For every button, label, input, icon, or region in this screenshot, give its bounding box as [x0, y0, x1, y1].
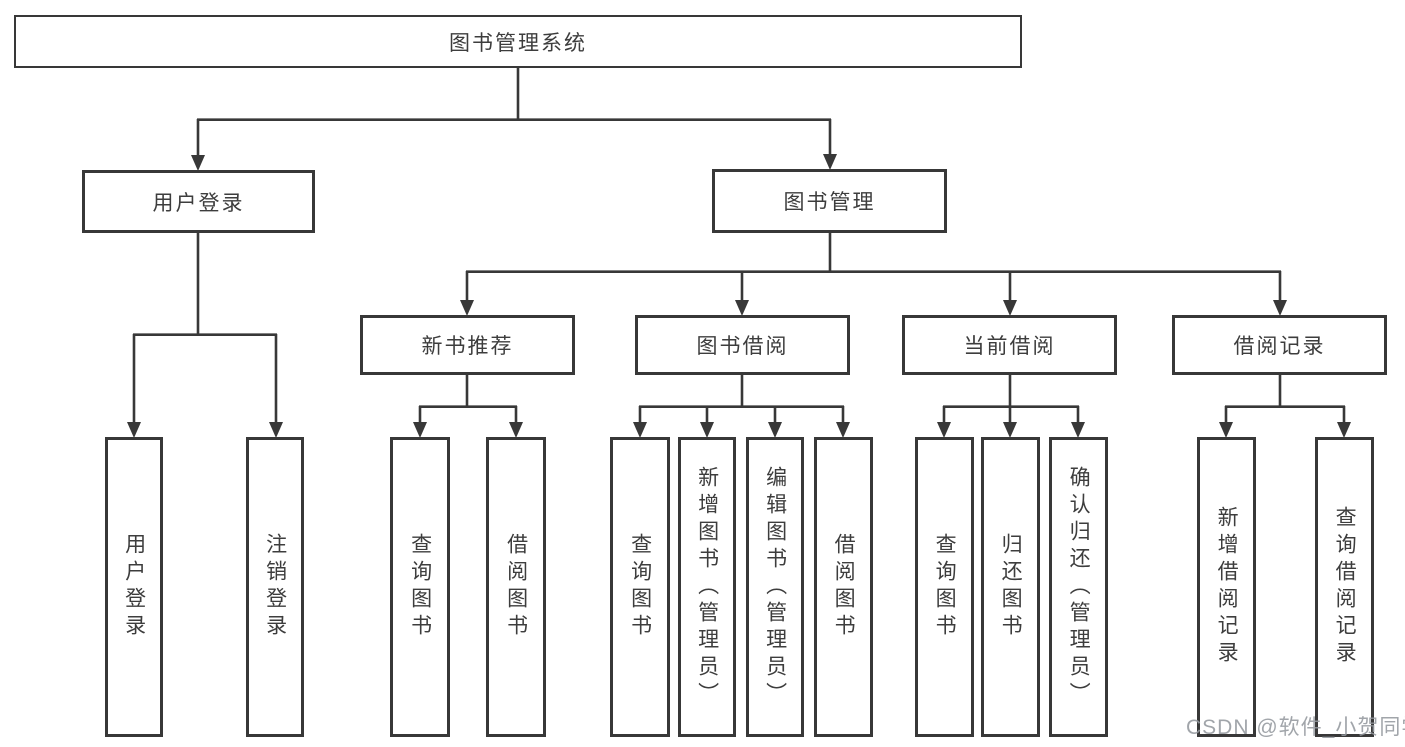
leaf-return-books: 归还图书 — [981, 437, 1040, 737]
node-label: 用户登录 — [122, 533, 146, 641]
node-label: 新增借阅记录 — [1215, 506, 1239, 668]
leaf-user-login: 用户登录 — [105, 437, 163, 737]
leaf-query-books-recommend: 查询图书 — [390, 437, 450, 737]
leaf-borrow-books: 借阅图书 — [814, 437, 873, 737]
node-current-borrowing: 当前借阅 — [902, 315, 1117, 375]
leaf-borrow-books-recommend: 借阅图书 — [486, 437, 546, 737]
node-label: 查询图书 — [628, 533, 652, 641]
node-label: 确认归还（管理员） — [1067, 465, 1091, 709]
node-label: 图书借阅 — [696, 335, 789, 358]
node-label: 当前借阅 — [963, 335, 1056, 358]
leaf-logout: 注销登录 — [246, 437, 304, 737]
leaf-query-books-current: 查询图书 — [915, 437, 974, 737]
node-user-login: 用户登录 — [82, 170, 315, 233]
node-label: 新增图书（管理员） — [695, 465, 719, 709]
node-borrowing-records: 借阅记录 — [1172, 315, 1387, 375]
node-label: 图书管理 — [783, 191, 876, 214]
leaf-query-borrow-record: 查询借阅记录 — [1315, 437, 1374, 737]
node-library-management-system: 图书管理系统 — [14, 15, 1022, 68]
node-label: 借阅图书 — [832, 533, 856, 641]
node-label: 借阅图书 — [504, 533, 528, 641]
node-label: 查询图书 — [408, 533, 432, 641]
node-label: 归还图书 — [999, 533, 1023, 641]
node-label: 查询借阅记录 — [1333, 506, 1357, 668]
leaf-query-books-borrowing: 查询图书 — [610, 437, 670, 737]
leaf-edit-books-admin: 编辑图书（管理员） — [746, 437, 804, 737]
leaf-add-borrow-record: 新增借阅记录 — [1197, 437, 1256, 737]
node-label: 借阅记录 — [1233, 335, 1326, 358]
node-book-management: 图书管理 — [712, 169, 947, 233]
leaf-add-books-admin: 新增图书（管理员） — [678, 437, 736, 737]
node-label: 查询图书 — [933, 533, 957, 641]
node-new-book-recommendation: 新书推荐 — [360, 315, 575, 375]
node-label: 注销登录 — [263, 533, 287, 641]
csdn-watermark: CSDN @软件_小贺同学 — [1186, 716, 1405, 739]
node-label: 新书推荐 — [421, 335, 514, 358]
node-label: 图书管理系统 — [449, 31, 587, 55]
node-label: 用户登录 — [152, 191, 245, 215]
leaf-confirm-return-admin: 确认归还（管理员） — [1049, 437, 1108, 737]
node-label: 编辑图书（管理员） — [763, 465, 787, 709]
node-book-borrowing: 图书借阅 — [635, 315, 850, 375]
